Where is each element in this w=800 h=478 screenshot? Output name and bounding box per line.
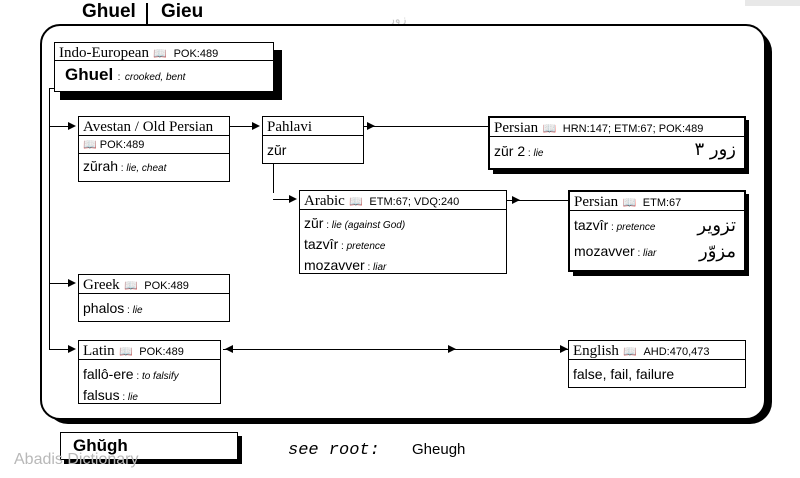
book-icon: 📖 (542, 123, 557, 135)
word: phalos (83, 300, 125, 316)
watermark-bottom: Abadis Dictionary (14, 451, 139, 468)
box-pahlavi[interactable]: Pahlavi zŭr (262, 116, 364, 164)
header-separator (146, 3, 148, 25)
word: zŭr (267, 142, 287, 158)
book-icon: 📖 (124, 280, 138, 292)
list-item: mozavver : liar مزوّر (574, 241, 736, 262)
book-icon: 📖 (349, 196, 363, 208)
reference: HRN:147; ETM:67; POK:489 (562, 123, 704, 135)
word: mozavver (574, 243, 635, 259)
book-icon: 📖 (83, 139, 97, 151)
gloss: lie (127, 392, 138, 403)
box-greek[interactable]: Greek 📖 POK:489 phalos : lie (78, 274, 230, 322)
word: falsus (83, 387, 120, 403)
lang-label: Greek (83, 277, 120, 293)
reference: POK:489 (144, 280, 189, 292)
book-icon: 📖 (119, 346, 133, 358)
word: tazvîr (304, 236, 339, 252)
list-item: fallô-ere : to falsify (83, 366, 179, 382)
box-persian-1[interactable]: Persian 📖 HRN:147; ETM:67; POK:489 zŭr 2… (488, 116, 746, 170)
header-root-right[interactable]: Gieu (161, 1, 204, 22)
lang-label: Persian (574, 194, 619, 210)
lang-label: Latin (83, 343, 115, 359)
header-root-left[interactable]: Ghuel (82, 1, 136, 22)
word: zŭrah (83, 158, 119, 174)
watermark-top: زور (389, 12, 407, 26)
box-persian-2[interactable]: Persian 📖 ETM:67 tazvîr : pretence تزویر… (568, 190, 746, 272)
lang-label: Pahlavi (267, 119, 312, 135)
reference: AHD:470,473 (643, 346, 710, 358)
box-english[interactable]: English 📖 AHD:470,473 false, fail, failu… (568, 340, 746, 388)
word: fallô-ere (83, 366, 134, 382)
box-indo-european[interactable]: Indo-European 📖 POK:489 Ghuel : crooked,… (54, 42, 274, 92)
ie-root-word: Ghuel (65, 65, 114, 84)
gloss: to falsify (141, 371, 179, 382)
box-latin[interactable]: Latin 📖 POK:489 fallô-ere : to falsify f… (78, 340, 221, 404)
book-icon: 📖 (622, 197, 637, 209)
lang-label: Avestan / Old Persian (83, 119, 214, 135)
word: zŭr (304, 215, 324, 231)
book-icon: 📖 (623, 346, 637, 358)
gloss: crooked, bent (124, 72, 186, 83)
word: tazvîr (574, 217, 609, 233)
arabic-script: تزویر (697, 215, 736, 236)
gloss: pretence (616, 222, 656, 233)
list-item: falsus : lie (83, 387, 138, 403)
root-ghugh-box[interactable]: Ghŭgh (60, 432, 238, 460)
gloss: lie (against God) (331, 220, 406, 231)
lang-label: English (573, 343, 619, 359)
reference: POK:489 (139, 346, 184, 358)
gloss: liar (643, 248, 657, 259)
book-icon: 📖 (153, 48, 168, 60)
reference: ETM:67 (642, 197, 682, 209)
top-bar-fragment (745, 0, 800, 6)
gloss: lie, cheat (126, 163, 167, 174)
list-item: tazvîr : pretence (304, 236, 386, 252)
arabic-script: مزوّر (699, 241, 736, 262)
see-root-label: see root: (288, 441, 380, 460)
lang-label: Persian (494, 120, 539, 136)
list-item: mozavver : liar (304, 257, 387, 273)
lang-label: Arabic (304, 193, 345, 209)
reference: POK:489 (99, 139, 145, 151)
reference: POK:489 (173, 48, 219, 60)
gloss: lie (533, 148, 544, 159)
word: mozavver (304, 257, 365, 273)
box-arabic[interactable]: Arabic 📖 ETM:67; VDQ:240 zŭr : lie (agai… (299, 190, 507, 274)
gloss: liar (373, 262, 387, 273)
box-avestan[interactable]: Avestan / Old Persian 📖 POK:489 zŭrah : … (78, 116, 230, 182)
lang-label: Indo-European (59, 45, 149, 61)
see-root-link[interactable]: Gheugh (412, 441, 466, 458)
word: zŭr 2 (494, 143, 526, 159)
list-item: zŭr : lie (against God) (304, 215, 406, 231)
reference: ETM:67; VDQ:240 (369, 196, 460, 208)
list-item: tazvîr : pretence تزویر (574, 215, 736, 236)
gloss: lie (132, 305, 143, 316)
arabic-script: زور ٣ (694, 139, 736, 160)
word: false, fail, failure (573, 366, 675, 382)
gloss: pretence (346, 241, 386, 252)
